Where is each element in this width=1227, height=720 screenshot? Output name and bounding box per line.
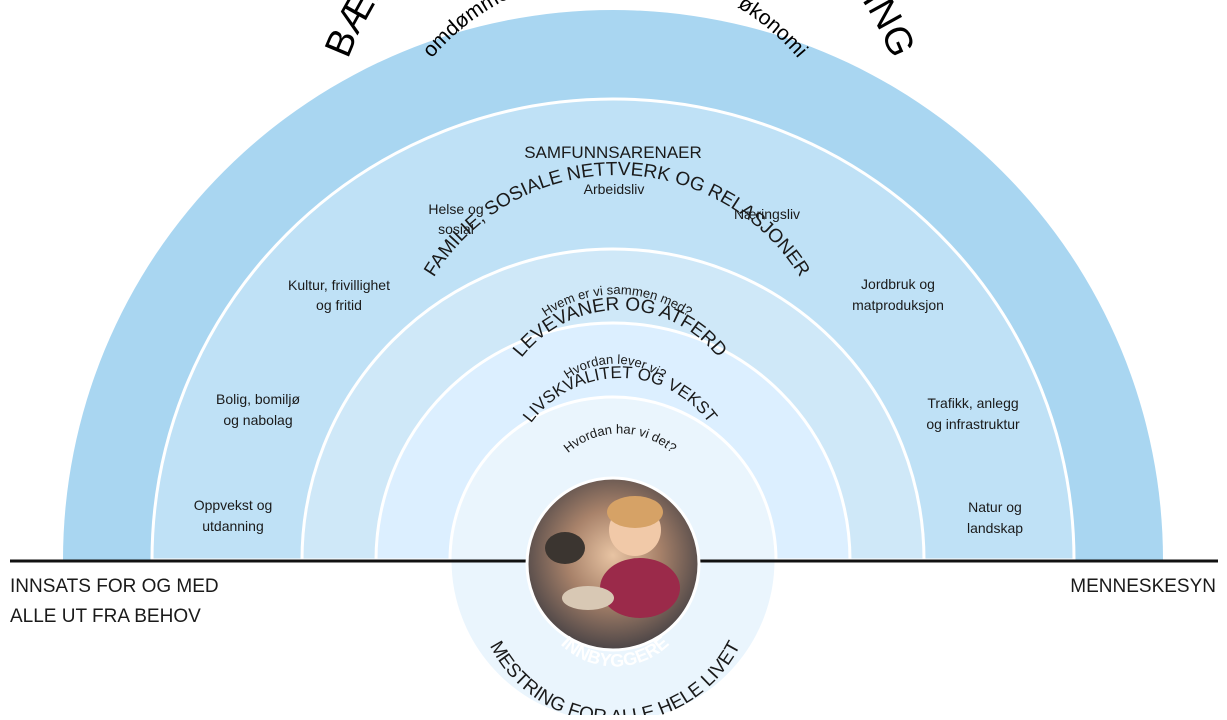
drum-shape xyxy=(562,586,614,610)
child-hair-shape xyxy=(607,496,663,528)
citizens-photo xyxy=(525,476,701,652)
right-footer: MENNESKESYN xyxy=(1070,576,1216,597)
arena-arbeidsliv: Arbeidsliv xyxy=(584,181,645,197)
background-child-shape xyxy=(545,532,585,564)
arenas-heading: SAMFUNNSARENAER xyxy=(524,143,702,162)
child-body-shape xyxy=(600,558,680,618)
arena-naeringsliv: Næringsliv xyxy=(734,206,800,222)
